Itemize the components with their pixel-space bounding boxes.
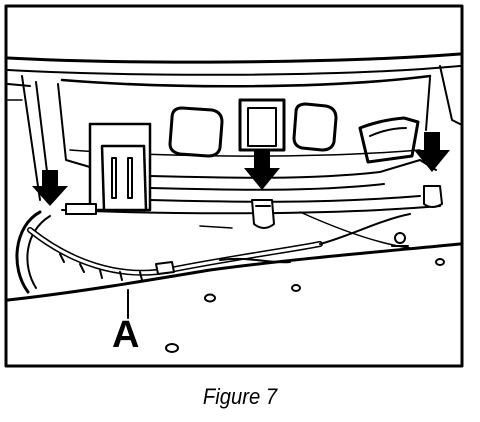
left-bracket xyxy=(88,122,152,212)
down-arrow-icon xyxy=(32,170,68,206)
wiring-harness xyxy=(15,210,411,294)
figure-caption: Figure 7 xyxy=(202,384,278,409)
inner-panel xyxy=(57,74,432,171)
down-arrow-icon xyxy=(414,132,450,172)
clip-fasteners xyxy=(65,185,443,247)
upper-panel xyxy=(6,52,462,125)
technical-illustration xyxy=(4,4,464,368)
callout-label-a: A xyxy=(112,314,140,356)
panel-cutouts xyxy=(168,98,420,164)
bumper-cover xyxy=(6,211,462,353)
figure-border xyxy=(4,4,464,368)
down-arrow-icon xyxy=(244,150,280,190)
